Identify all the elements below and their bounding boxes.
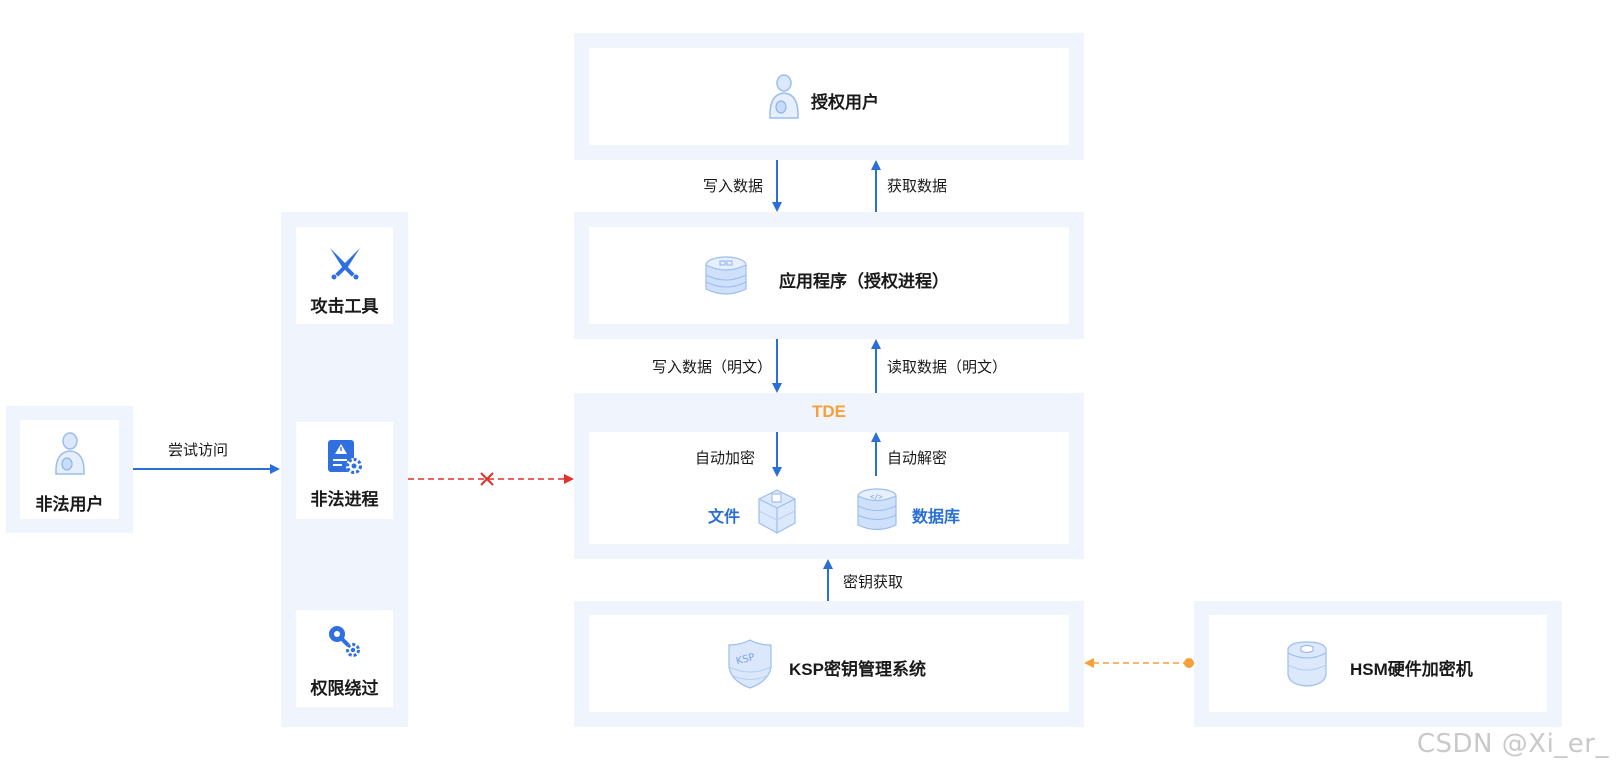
- write-data-label: 写入数据: [703, 178, 764, 195]
- application-card: 应用程序（授权进程）: [589, 227, 1069, 324]
- ksp-shield-text: KSP: [735, 652, 756, 668]
- key-gear-icon: [329, 626, 360, 657]
- authorized-user-label: 授权用户: [811, 93, 879, 112]
- privilege-bypass-card: 权限绕过: [296, 610, 393, 707]
- ksp-label: KSP密钥管理系统: [789, 660, 926, 679]
- warning-document-icon: [328, 440, 362, 474]
- illegal-user-card: 非法用户: [20, 420, 119, 519]
- attempt-access-label: 尝试访问: [168, 442, 229, 459]
- application-label: 应用程序（授权进程）: [779, 272, 949, 291]
- hsm-label: HSM硬件加密机: [1350, 660, 1473, 679]
- database-label: 数据库: [912, 509, 961, 526]
- application-cube-icon: [705, 256, 747, 295]
- ksp-shield-icon: KSP: [728, 639, 772, 689]
- illegal-user-label: 非法用户: [35, 495, 104, 514]
- hsm-card: HSM硬件加密机: [1209, 615, 1547, 712]
- svg-text:</>: </>: [870, 493, 883, 501]
- file-cube-icon: [758, 489, 796, 534]
- auto-decrypt-label: 自动解密: [887, 450, 948, 467]
- file-label: 文件: [708, 509, 741, 526]
- illegal-process-label: 非法进程: [310, 490, 379, 509]
- read-plain-label: 读取数据（明文）: [887, 359, 1008, 376]
- user-icon: [769, 74, 799, 119]
- write-plain-label: 写入数据（明文）: [652, 359, 773, 376]
- watermark: CSDN @Xi_er_: [1416, 729, 1609, 759]
- ksp-card: KSP KSP密钥管理系统: [589, 615, 1069, 712]
- privilege-bypass-label: 权限绕过: [310, 679, 379, 698]
- hsm-cube-icon: [1287, 641, 1327, 687]
- tde-title: TDE: [812, 402, 846, 421]
- attack-tool-card: 攻击工具: [296, 227, 393, 324]
- database-icon: </>: [857, 488, 897, 531]
- auto-encrypt-label: 自动加密: [695, 450, 756, 467]
- crossed-swords-icon: [330, 248, 360, 280]
- get-data-label: 获取数据: [887, 178, 948, 195]
- hsm-connector-dot: [1184, 658, 1194, 668]
- user-icon: [55, 432, 85, 475]
- authorized-user-card: 授权用户: [589, 48, 1069, 145]
- blocked-cross-icon: [480, 472, 494, 486]
- illegal-process-card: 非法进程: [296, 422, 393, 519]
- key-fetch-label: 密钥获取: [843, 574, 904, 591]
- attack-tool-label: 攻击工具: [310, 297, 379, 316]
- tde-card: [589, 432, 1069, 544]
